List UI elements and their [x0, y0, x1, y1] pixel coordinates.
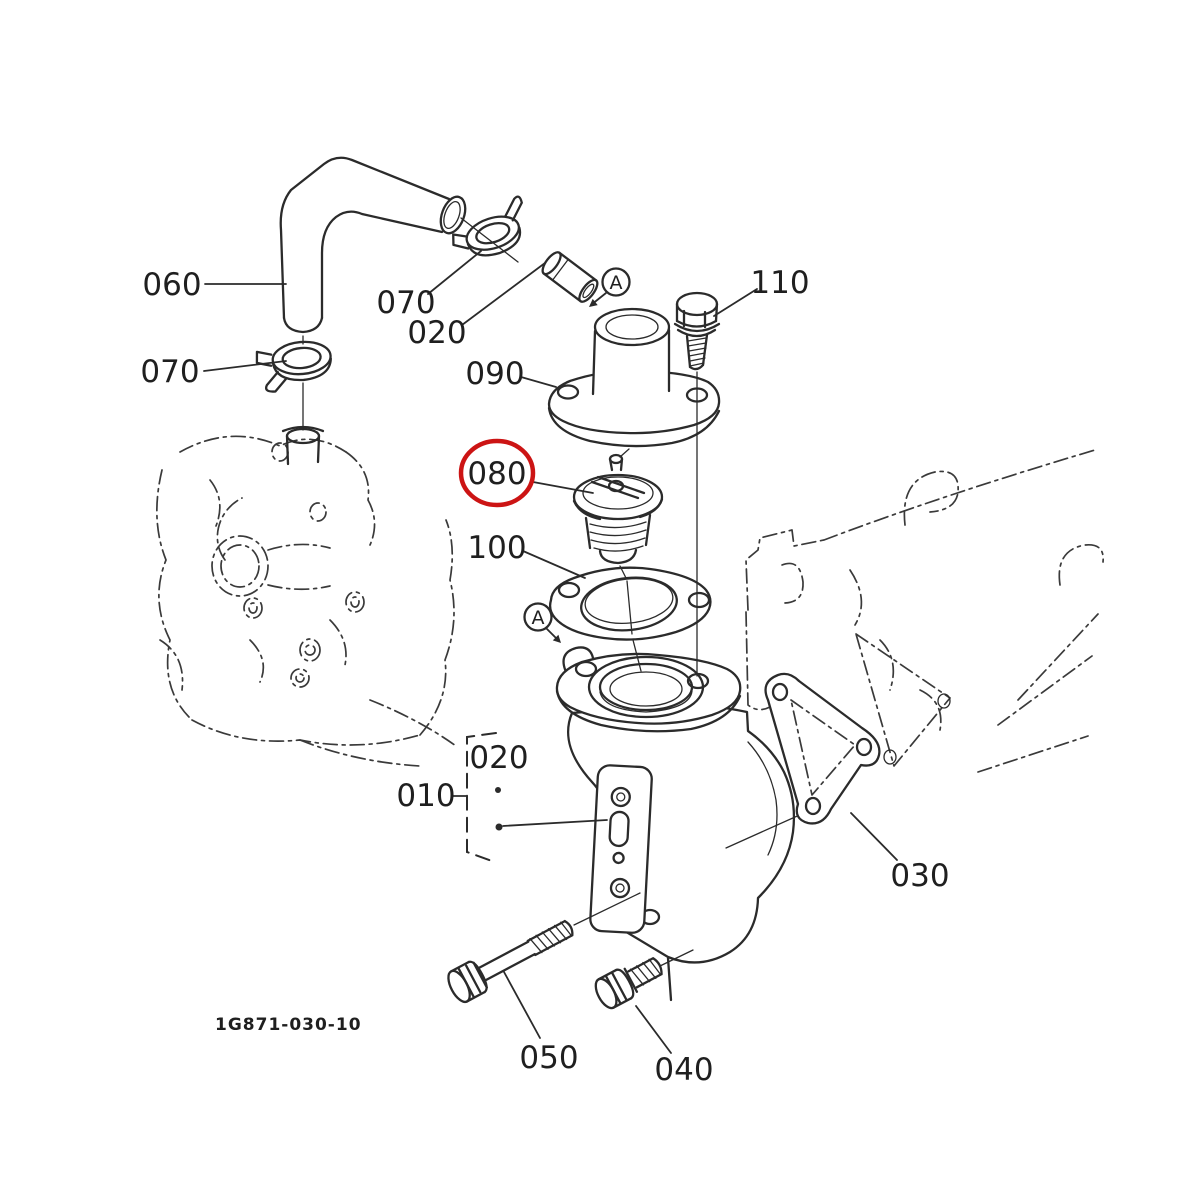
- cover-090-drawing: [547, 307, 721, 448]
- engine-block-right-phantom: [745, 449, 1105, 773]
- view-marker-a-upper: A: [589, 267, 631, 307]
- bolt-040-drawing: [594, 957, 663, 1010]
- hose-060-drawing: [279, 156, 467, 334]
- bolt-050-drawing: [447, 919, 574, 1004]
- callout-050-bolt: 050: [519, 1040, 578, 1076]
- callout-010-assembly: 010: [396, 778, 455, 814]
- bolt-110-drawing: [673, 291, 721, 371]
- highlight-circle-080: [458, 438, 536, 508]
- callout-020-pipe: 020: [407, 315, 466, 351]
- callout-080-thermostat: 080: [467, 456, 526, 492]
- bracket-dot-1: [495, 787, 501, 793]
- callout-020-sub: 020: [469, 740, 528, 776]
- view-marker-a-upper-label: A: [610, 272, 623, 294]
- engine-pad-holes: [883, 693, 951, 765]
- callout-110-bolt: 110: [750, 265, 809, 301]
- callout-090-cover: 090: [465, 356, 524, 392]
- callout-070-clamp-lower: 070: [140, 354, 199, 390]
- assembly-axis-lines: [573, 371, 805, 967]
- clamp-070-lower-drawing: [255, 340, 332, 393]
- callout-100-gasket: 100: [467, 530, 526, 566]
- view-marker-a-lower-label: A: [532, 607, 545, 629]
- leader-lines: [203, 250, 898, 1054]
- clamp-070-upper-drawing: [452, 195, 523, 257]
- drawing-number: 1G871-030-10: [215, 1015, 362, 1035]
- thermostat-080-drawing: [572, 453, 664, 565]
- view-marker-a-lower: A: [523, 602, 561, 643]
- pump-inlet-stub: [281, 425, 325, 466]
- hose-pipe-axis-line: [460, 217, 519, 263]
- elbow-flange-drawing: [555, 646, 742, 733]
- callout-040-bolt: 040: [654, 1052, 713, 1088]
- callout-030-gasket: 030: [890, 858, 949, 894]
- gasket-030-drawing: [764, 672, 881, 825]
- bracket-dot-2: [495, 823, 503, 831]
- callout-060-hose: 060: [142, 267, 201, 303]
- pipe-020-drawing: [541, 251, 599, 303]
- elbow-bracket-plate: [589, 764, 653, 934]
- leader-020-sub: [502, 819, 608, 827]
- engine-block-left-phantom: [156, 435, 457, 767]
- callout-070-clamp-upper: 070: [376, 285, 435, 321]
- group-bracket-dashed: [466, 732, 497, 862]
- gasket-100-drawing: [548, 566, 712, 641]
